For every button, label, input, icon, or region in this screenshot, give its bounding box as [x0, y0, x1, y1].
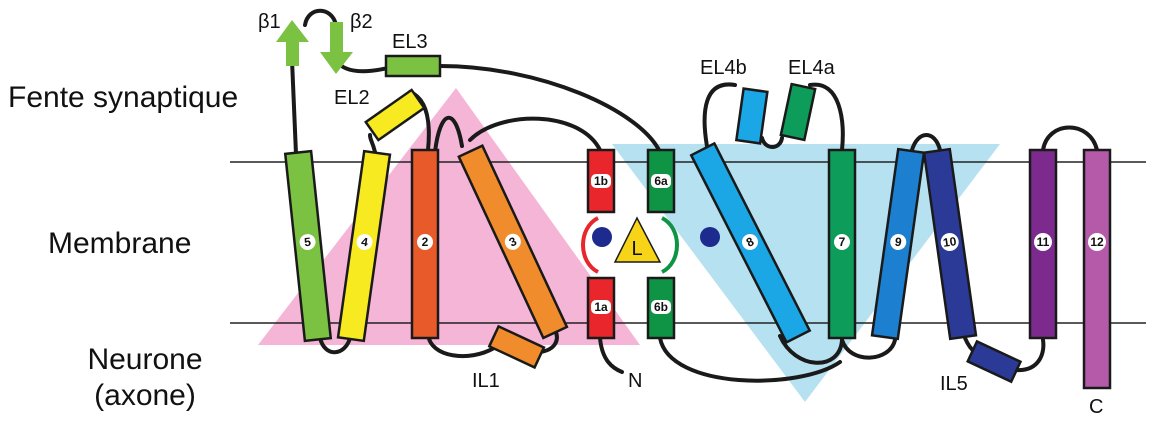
il1-label: IL1	[472, 370, 500, 392]
helix-12: 12	[1082, 148, 1112, 390]
helix-10: 10	[922, 147, 978, 341]
helix-9-label: 9	[894, 235, 903, 250]
helix-5-label: 5	[304, 235, 312, 250]
helix-4-label: 4	[360, 235, 369, 250]
helix-11-label: 11	[1037, 235, 1050, 249]
helix-11: 11	[1028, 148, 1058, 340]
beta2-label: β2	[350, 11, 373, 33]
beta1-label: β1	[258, 11, 281, 33]
helix-3: 3	[457, 144, 569, 340]
sodium-ion-left	[592, 227, 612, 247]
helix-4: 4	[336, 149, 392, 343]
tm6-unwound-arc	[660, 216, 679, 274]
el4b-label: EL4b	[700, 57, 747, 79]
il5-helix	[966, 339, 1023, 384]
c-terminus-label: C	[1089, 396, 1103, 418]
helix-6a: 6a	[646, 148, 676, 214]
ligand-triangle: L	[613, 216, 662, 263]
helix-10-label: 10	[942, 234, 957, 250]
helix-12-label: 12	[1090, 235, 1104, 249]
arrow-up-icon	[276, 20, 309, 66]
el2-label: EL2	[334, 87, 370, 109]
helix-6a-label: 6a	[654, 174, 668, 188]
helix-1a-label: 1a	[594, 300, 608, 314]
helix-7: 7	[827, 148, 857, 340]
synaptic-cleft-label: Fente synaptique	[8, 81, 239, 114]
helix-7-label: 7	[839, 235, 846, 249]
neuron-label: Neurone (axone)	[87, 343, 203, 412]
ligand-label: L	[631, 238, 642, 260]
el2-helix	[364, 88, 426, 142]
helix-1b-label: 1b	[594, 174, 608, 188]
sodium-ion-right	[700, 227, 720, 247]
el4b-helix	[734, 87, 769, 145]
el4a-label: EL4a	[788, 57, 836, 79]
el4a-helix	[779, 82, 817, 142]
helix-5: 5	[283, 149, 333, 343]
helix-1a: 1a	[586, 276, 616, 340]
tm1-unwound-arc	[581, 216, 600, 274]
helix-9: 9	[870, 147, 926, 341]
helix-2-label: 2	[422, 235, 429, 249]
arrow-down-icon	[320, 22, 353, 74]
helix-6b-label: 6b	[654, 300, 668, 314]
membrane-label: Membrane	[48, 227, 192, 260]
el3-label: EL3	[392, 31, 428, 53]
il5-label: IL5	[940, 373, 968, 395]
helix-1b: 1b	[586, 148, 616, 214]
el3-helix	[384, 54, 442, 78]
il1-helix	[487, 324, 546, 370]
helix-8: 8	[689, 141, 812, 345]
helix-2: 2	[410, 148, 440, 340]
n-terminus-label: N	[628, 370, 642, 392]
helix-6b: 6b	[646, 276, 676, 340]
